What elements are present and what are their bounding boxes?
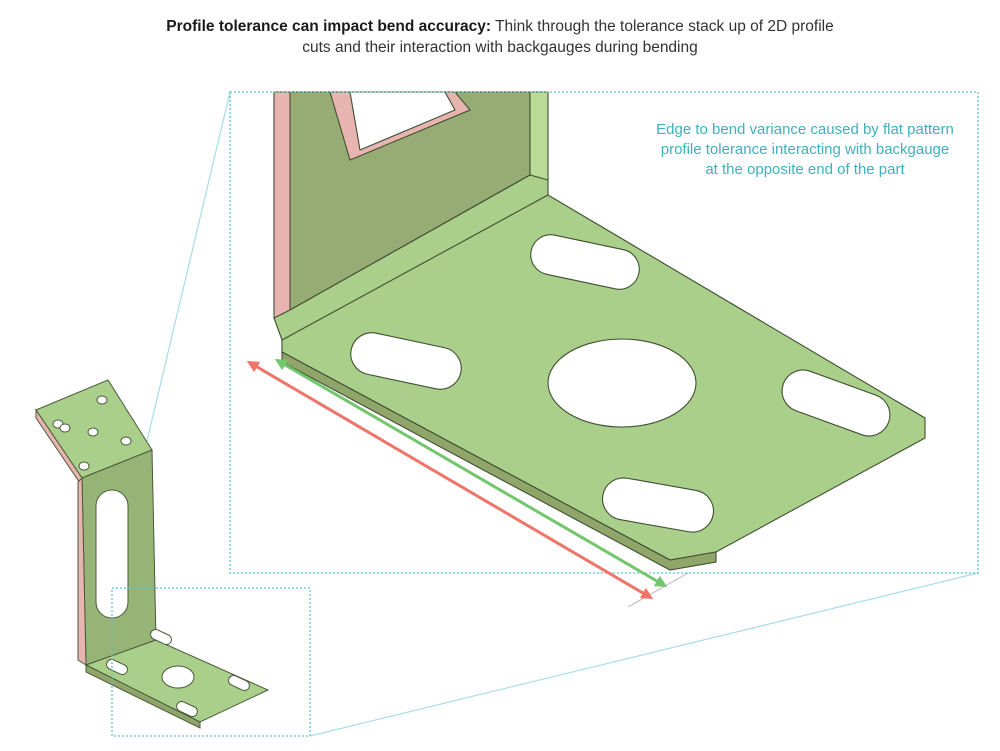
figure-caption: Profile tolerance can impact bend accura… <box>150 16 850 58</box>
full-bracket-thumbnail <box>35 379 270 729</box>
green-variance-arrow <box>274 358 668 588</box>
variance-annotation: Edge to bend variance caused by flat pat… <box>656 121 954 178</box>
detail-zoom-frame <box>229 91 979 574</box>
thumbnail-zoom-frame <box>111 587 311 737</box>
caption-bold: Profile tolerance can impact bend accura… <box>166 18 492 35</box>
edge-reference-lines <box>627 572 689 608</box>
caption-text: Think through the tolerance stack up of … <box>302 18 834 56</box>
